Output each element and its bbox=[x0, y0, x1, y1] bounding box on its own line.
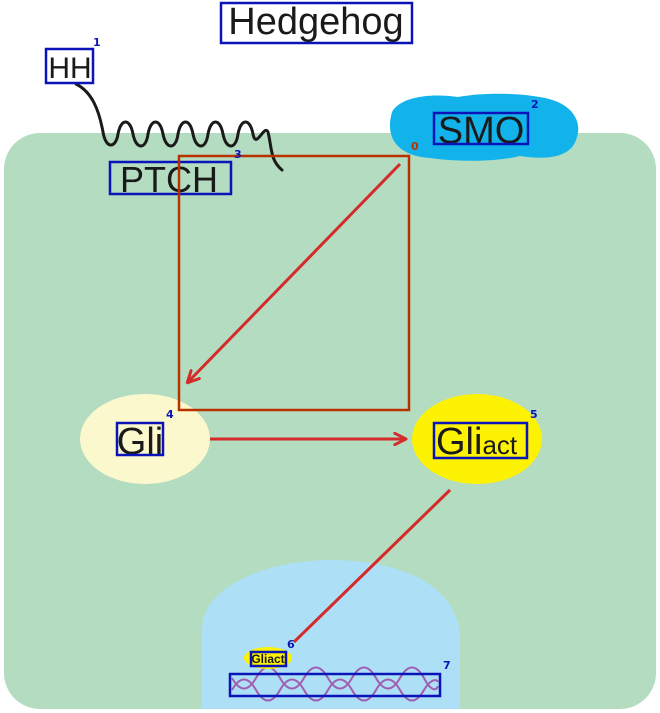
box-hh bbox=[44, 47, 95, 85]
box-region-0 bbox=[177, 154, 411, 412]
box-dna bbox=[228, 672, 442, 698]
annotation-2: 2 bbox=[531, 98, 539, 111]
annotation-7: 7 bbox=[443, 659, 451, 672]
ptch-receptor-squiggle bbox=[74, 82, 284, 172]
smo-label: SMO bbox=[438, 110, 525, 152]
annotation-4: 4 bbox=[166, 408, 174, 421]
box-gli-nuclear bbox=[249, 650, 288, 668]
annotation-boxes bbox=[44, 1, 530, 698]
gli-act-sub: act bbox=[482, 430, 517, 460]
line-gliact-to-nucleus bbox=[292, 488, 452, 644]
arrow-smo-to-gli bbox=[188, 162, 402, 382]
box-smo bbox=[432, 111, 530, 146]
gli-act-label: Gliact bbox=[436, 421, 518, 463]
annotation-1: 1 bbox=[93, 36, 101, 49]
gli-nuclear-label: Gliact bbox=[251, 652, 284, 666]
box-gli-act bbox=[432, 421, 529, 460]
hh-label: HH bbox=[48, 52, 91, 85]
box-ptch bbox=[108, 160, 233, 196]
title-text: Hedgehog bbox=[228, 1, 403, 43]
gli-inactive-node bbox=[80, 394, 210, 484]
box-title bbox=[219, 1, 414, 45]
gli-active-node bbox=[412, 394, 542, 484]
annotation-0: 0 bbox=[411, 140, 419, 153]
annotation-6: 6 bbox=[287, 638, 295, 651]
nucleus bbox=[202, 560, 460, 709]
annotation-numbers: 0 1 2 3 4 5 6 7 bbox=[93, 36, 539, 672]
annotation-5: 5 bbox=[530, 408, 538, 421]
annotation-3: 3 bbox=[234, 148, 242, 161]
gli-act-main: Gli bbox=[436, 421, 482, 463]
cell-body bbox=[4, 133, 656, 709]
gli-label: Gli bbox=[117, 421, 163, 463]
box-gli bbox=[115, 421, 165, 457]
